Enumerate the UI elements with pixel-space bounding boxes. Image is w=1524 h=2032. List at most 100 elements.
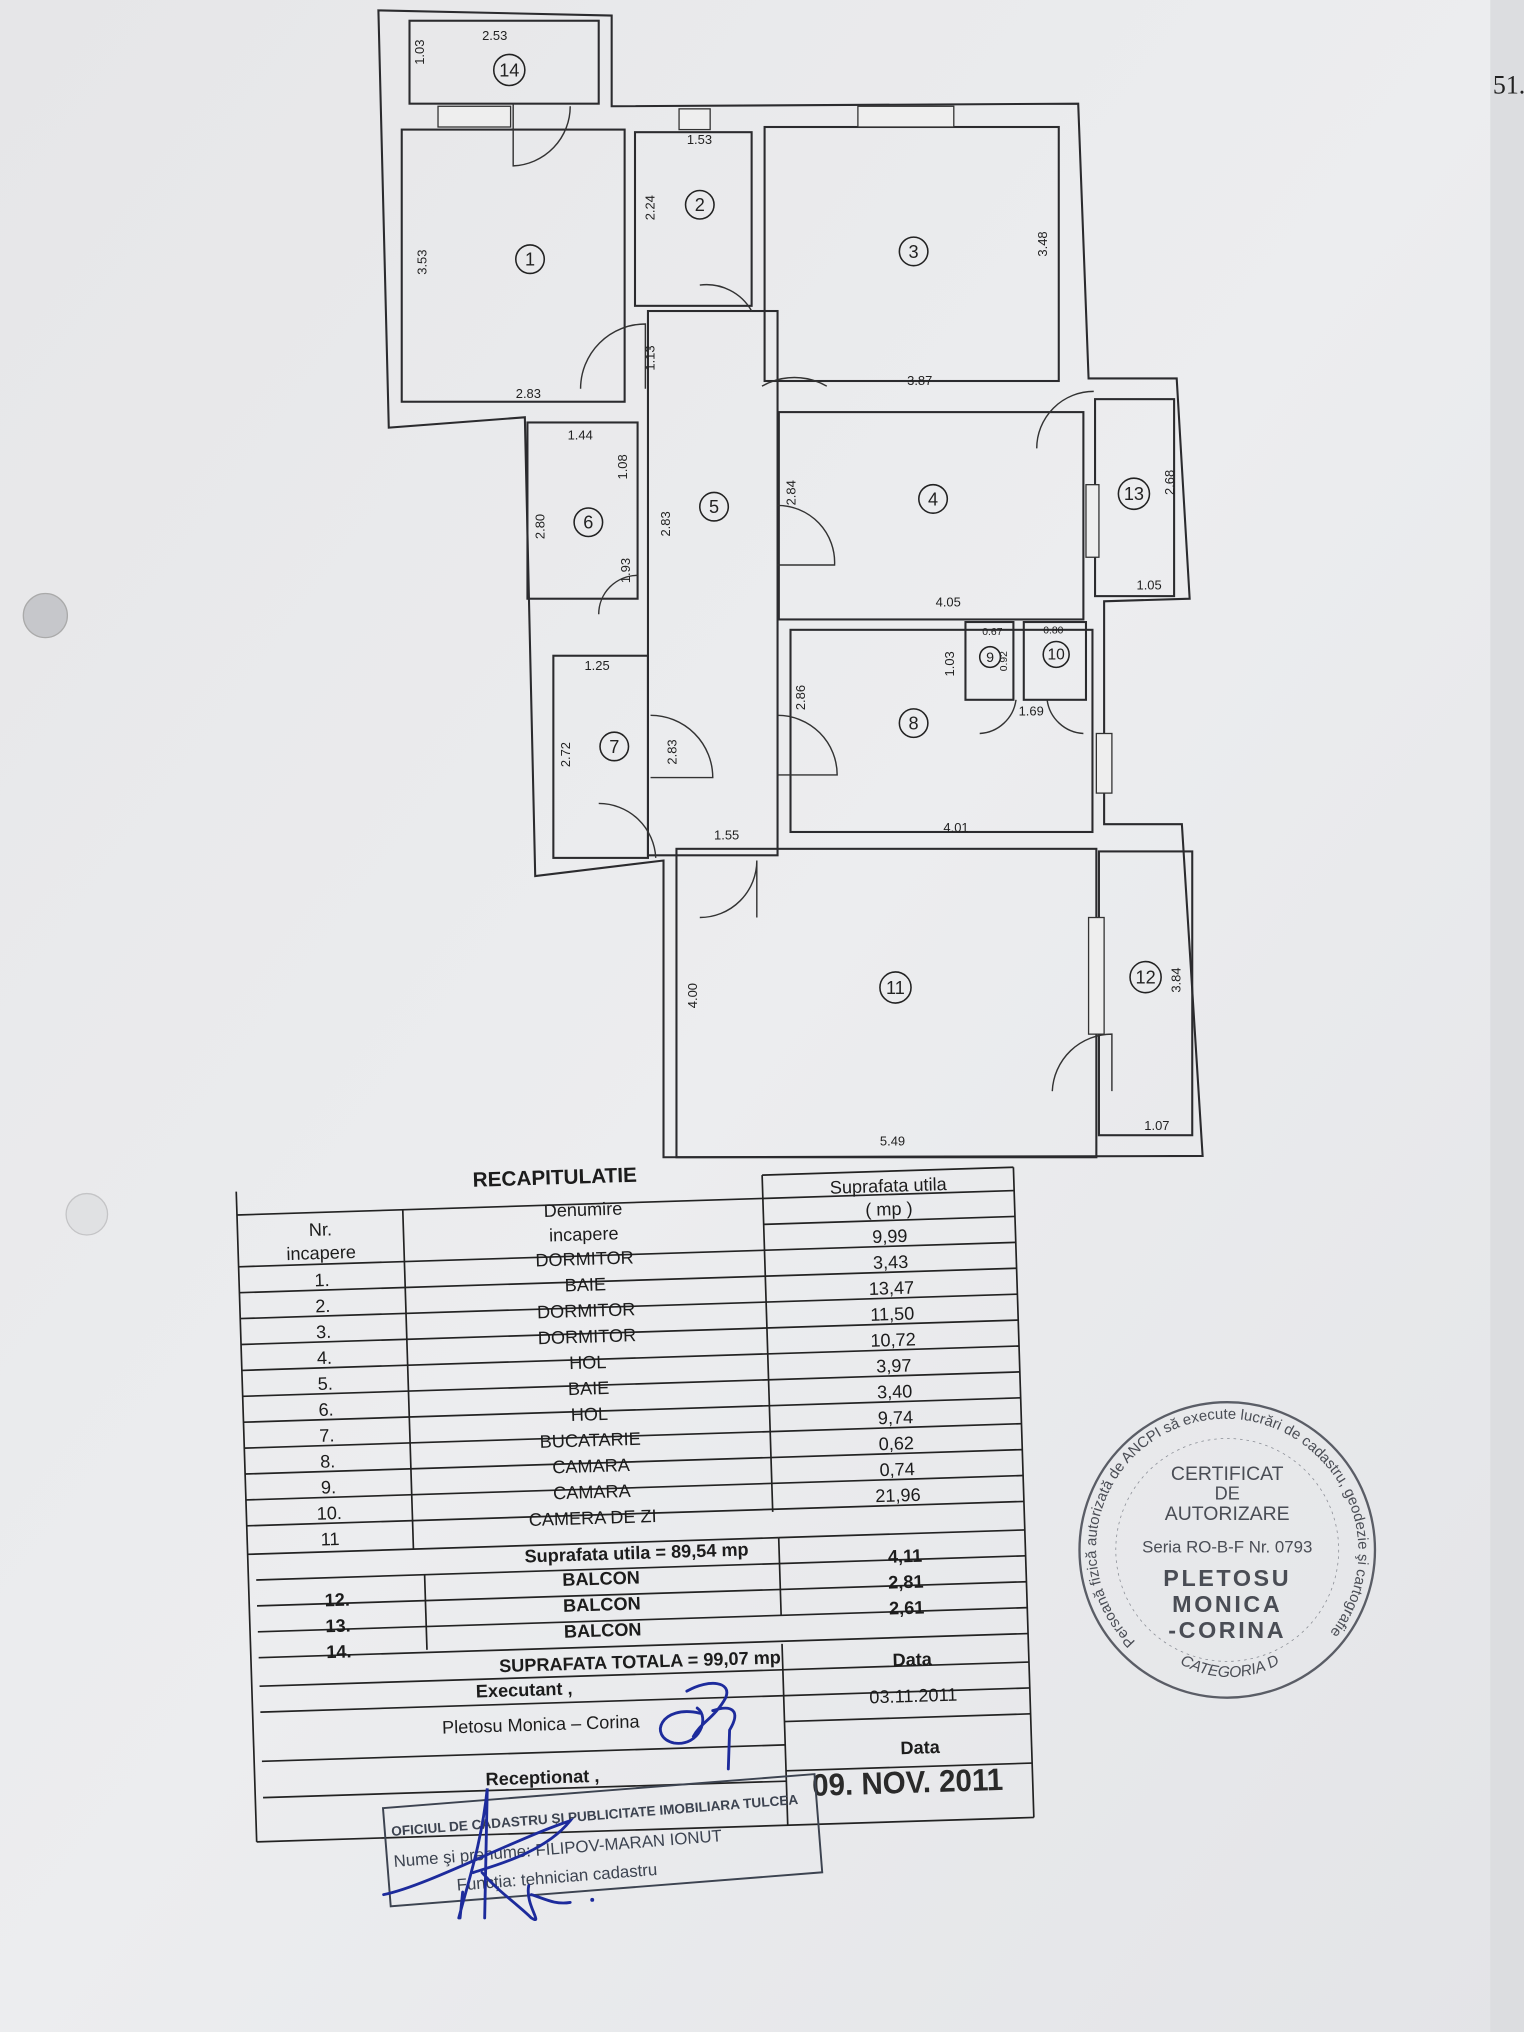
stamp-line: DE: [1215, 1483, 1240, 1503]
room-14: [408, 19, 600, 105]
room-numbers: 14 1 2 3 4 5 6 7 8 9 10 11 12 13: [492, 53, 1162, 1004]
room-number: 12: [1136, 968, 1156, 988]
room-2: [633, 131, 753, 307]
stamp-line: PLETOSU: [1163, 1565, 1291, 1591]
table-row-divider: [257, 1580, 1027, 1607]
dimension-label: 0.92: [999, 651, 1010, 671]
header-area: Suprafata utila: [829, 1174, 947, 1198]
room-number: 14: [499, 60, 519, 80]
dimension-label: 1.03: [412, 40, 427, 65]
row-area: 9,99: [872, 1226, 908, 1247]
row-nr: 1.: [314, 1270, 330, 1290]
windows: [437, 105, 1113, 1035]
dimension-label: 2.83: [664, 739, 679, 764]
dimension-label: 2.72: [558, 742, 573, 767]
dimension-label: 1.55: [714, 828, 739, 843]
row-area: 13,47: [868, 1278, 914, 1299]
row-name: CAMARA: [553, 1481, 632, 1503]
room-number: 7: [609, 737, 619, 757]
outer-wall: [377, 9, 1204, 1159]
table-row-divider: [245, 1474, 1024, 1501]
room-number: 5: [709, 497, 719, 517]
table-row-divider: [256, 1554, 1026, 1581]
table-row-divider: [257, 1606, 1028, 1633]
dimension-label: 1.93: [618, 558, 633, 583]
dimension-label: 2.84: [784, 480, 799, 505]
table-row-divider: [260, 1687, 1030, 1713]
table-row-divider: [241, 1319, 1019, 1346]
table-row-divider: [245, 1448, 1023, 1475]
table-row-divider: [246, 1500, 1024, 1527]
table-row-divider: [242, 1371, 1020, 1398]
table-row-divider: [259, 1661, 1029, 1688]
row-nr: 7.: [319, 1425, 335, 1445]
punch-hole: [22, 592, 69, 639]
row-area: 11,50: [870, 1303, 915, 1324]
receptionat-date-label: Data: [900, 1737, 941, 1758]
room-number: 13: [1124, 484, 1144, 504]
dimension-label: 2.80: [532, 514, 547, 539]
ink-dot: [590, 1897, 595, 1902]
dimension-label: 1.03: [942, 651, 957, 676]
row-name: HOL: [569, 1352, 607, 1373]
table-row-divider: [784, 1712, 1031, 1723]
dimension-label: 2.86: [793, 685, 808, 710]
row-area: 21,96: [875, 1485, 921, 1506]
table-title: RECAPITULATIE: [472, 1164, 637, 1192]
dimension-label: 3.53: [414, 250, 429, 275]
row-name: BALCON: [563, 1593, 641, 1615]
row-nr: 8.: [320, 1451, 336, 1471]
dimension-label: 1.69: [1019, 703, 1044, 718]
row-nr: 13.: [325, 1615, 351, 1636]
receptionat-label: Receptionat ,: [485, 1766, 599, 1790]
executant-signature: [658, 1681, 737, 1771]
table-row-lines: [238, 1241, 1033, 1799]
row-name: BAIE: [568, 1378, 610, 1399]
table-row-divider: [238, 1241, 1016, 1268]
room-number: 1: [525, 250, 535, 270]
row-name: DORMITOR: [537, 1299, 636, 1322]
room-number: 2: [695, 195, 705, 215]
floor-plan: 14 1 2 3 4 5 6 7 8 9 10 11 12 13 2.53 1.…: [377, 9, 1204, 1159]
dimension-label: 3.84: [1169, 967, 1184, 992]
row-name: DORMITOR: [535, 1247, 634, 1270]
room-number: 8: [909, 714, 919, 734]
row-area: 0,62: [878, 1433, 914, 1454]
receptionat-date-stamp: 09. NOV. 2011: [812, 1763, 1004, 1803]
table-row-divider: [243, 1396, 1021, 1424]
row-name: BALCON: [562, 1568, 640, 1590]
header-name: incapere: [549, 1223, 619, 1245]
dimension-label: 5.49: [880, 1134, 905, 1149]
row-name: BALCON: [564, 1619, 642, 1641]
dimension-label: 2.24: [642, 195, 657, 220]
doors: [512, 103, 1113, 1092]
stamp-line: Seria RO-B-F Nr. 0793: [1142, 1538, 1312, 1557]
row-area: 4,11: [888, 1546, 923, 1567]
page-edge-number: 51.: [1493, 70, 1524, 99]
table-row-divider: [258, 1632, 1029, 1659]
room-6: [526, 421, 639, 600]
dimension-label: 2.53: [482, 28, 507, 43]
room-number: 10: [1048, 647, 1066, 664]
row-name: CAMARA: [552, 1455, 631, 1477]
executant-date-label: Data: [892, 1649, 933, 1670]
room-number: 3: [909, 242, 919, 262]
row-nr: 14.: [326, 1641, 352, 1662]
room-number: 6: [583, 513, 593, 533]
row-name: HOL: [570, 1404, 608, 1425]
header-nr: incapere: [286, 1242, 356, 1264]
dimension-label: 2.83: [658, 511, 673, 536]
dimension-label: 4.00: [685, 983, 700, 1008]
